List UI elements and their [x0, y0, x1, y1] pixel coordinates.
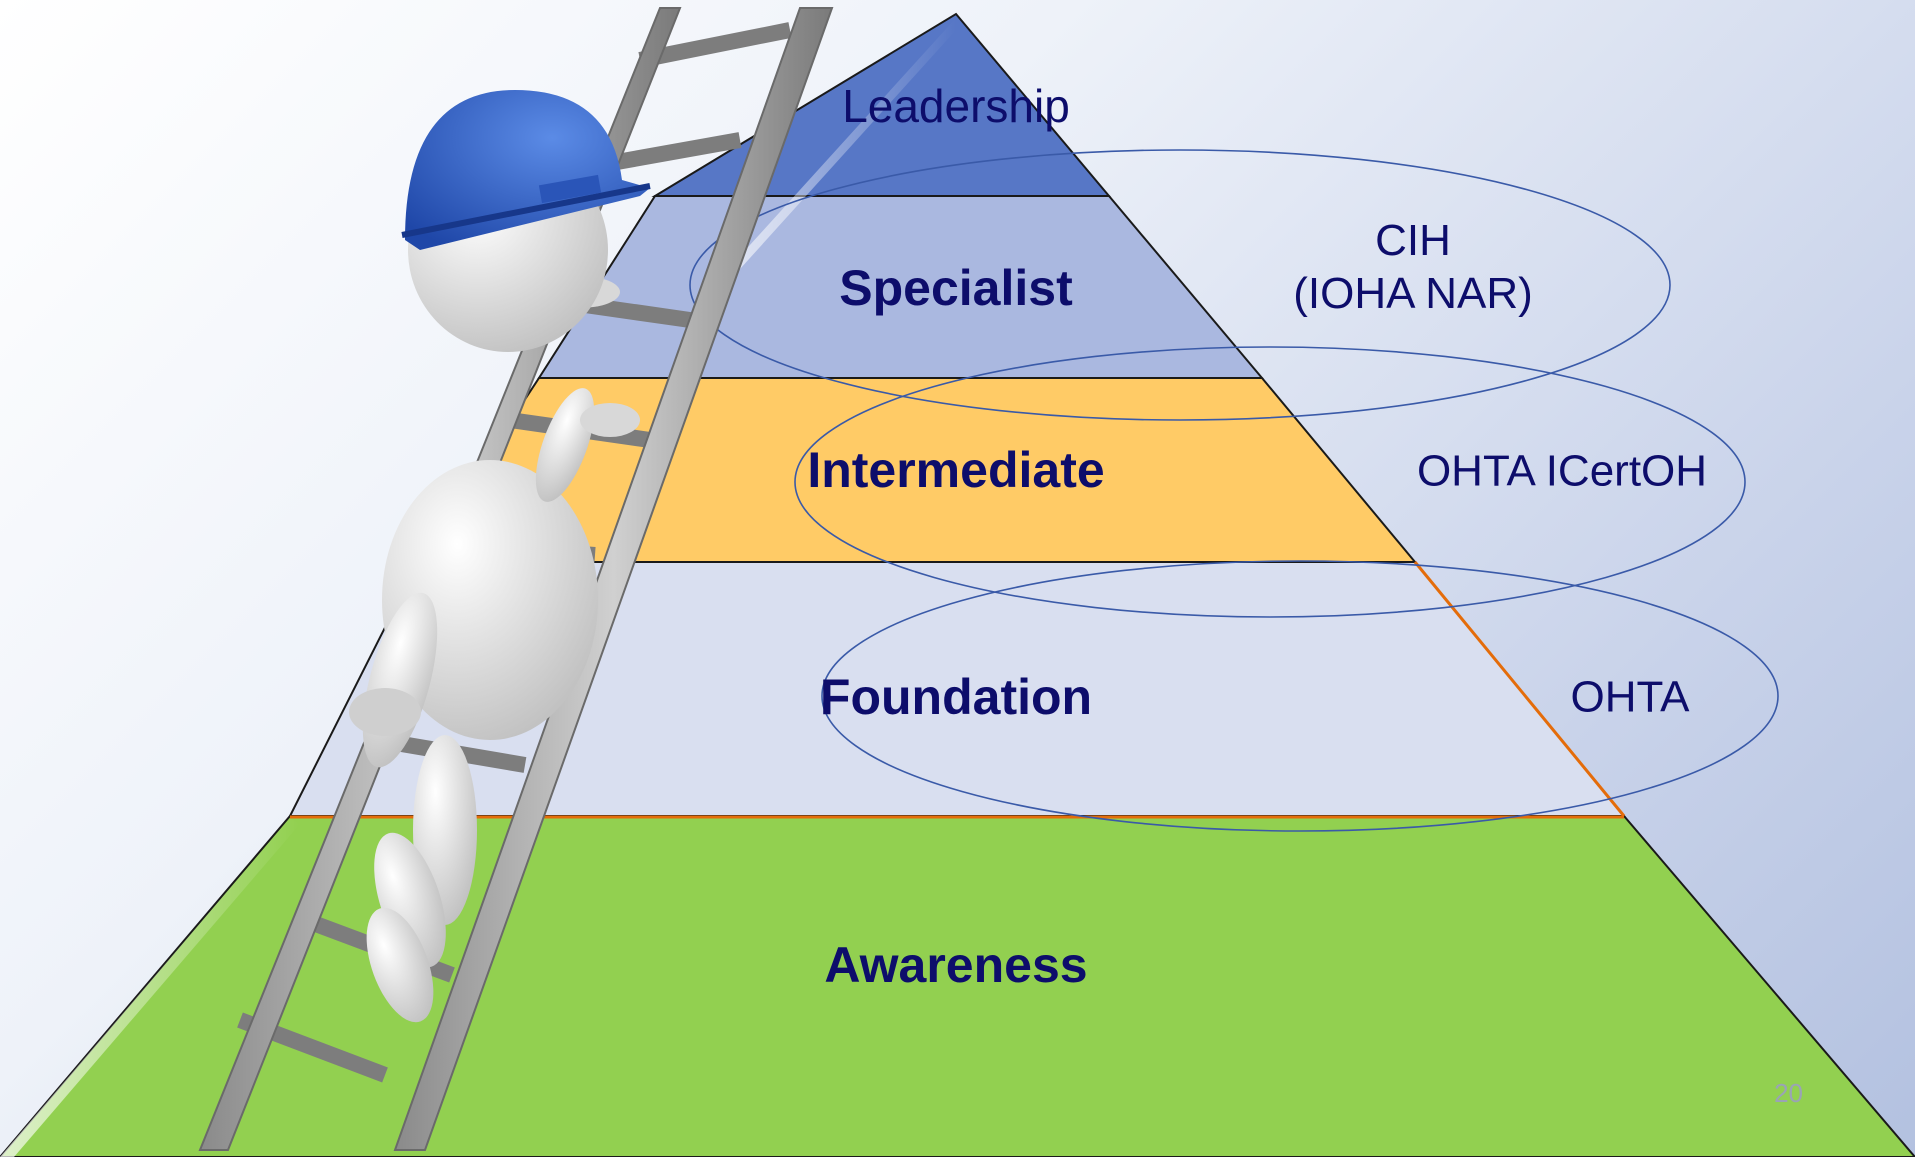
tier-label-leadership: Leadership: [842, 80, 1070, 132]
qualification-label-ohta-icertoh: OHTA ICertOH: [1417, 446, 1707, 499]
qualification-label-line: (IOHA NAR): [1293, 269, 1533, 318]
climbing-figure-illustration: [349, 90, 651, 1023]
slide-number: 20: [1774, 1078, 1803, 1108]
pyramid-highlight: [0, 818, 300, 1157]
foundation-right-edge: [1413, 561, 1626, 817]
tier-label-awareness: Awareness: [824, 937, 1088, 993]
qualification-label-line: OHTA: [1570, 672, 1690, 722]
qualification-label-line: OHTA ICertOH: [1416, 446, 1708, 496]
tier-label-intermediate: Intermediate: [807, 442, 1105, 498]
qualification-ring-cih: [689, 149, 1671, 421]
tier-label-foundation: Foundation: [819, 669, 1093, 725]
tier-label-specialist: Specialist: [839, 260, 1073, 316]
qualification-label-ohta: OHTA: [1571, 672, 1690, 725]
qualification-ring-ohta-icertoh: [794, 346, 1746, 618]
qualification-ring-ohta: [821, 560, 1779, 832]
qualification-label-line: CIH: [1375, 216, 1451, 266]
pyramid-highlight: [700, 18, 956, 300]
qualification-label-cih: CIH (IOHA NAR): [1293, 215, 1533, 321]
